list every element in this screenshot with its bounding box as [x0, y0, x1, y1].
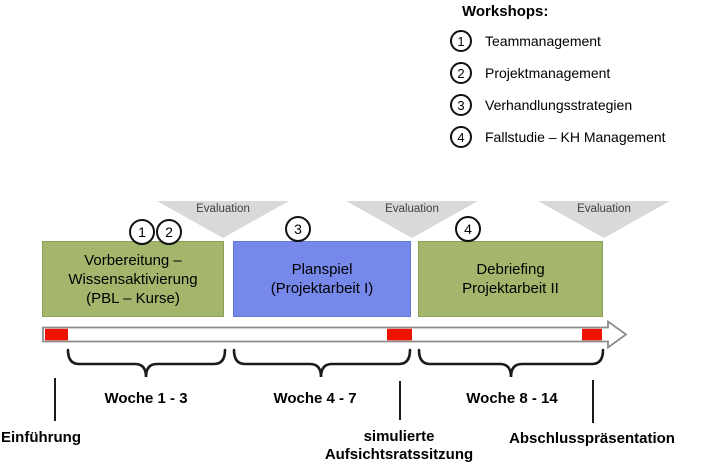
- workshop-2-number-badge: 2: [156, 219, 182, 245]
- phase-text-line: (PBL – Kurse): [86, 289, 180, 307]
- phase-text-line: Debriefing: [476, 261, 545, 278]
- milestone-text-line: Aufsichtsratssitzung: [324, 446, 474, 463]
- timeline-red-marker: [582, 328, 602, 341]
- timeline-red-marker: [387, 328, 412, 341]
- milestone-ticks: [54, 378, 594, 423]
- legend-item-label: Verhandlungsstrategien: [485, 97, 633, 113]
- workshop-1-number-badge: 1: [450, 30, 472, 52]
- legend-item: 3 Verhandlungsstrategien: [450, 94, 712, 116]
- phase-text-line: (Projektarbeit I): [270, 280, 374, 297]
- legend-item-label: Fallstudie – KH Management: [485, 129, 666, 145]
- week-label-4-7: Woche 4 - 7: [273, 390, 357, 407]
- timeline-arrow-shape: [42, 319, 628, 350]
- week-braces: [66, 348, 605, 378]
- phase-box-debriefing: Debriefing Projektarbeit II: [418, 241, 603, 317]
- week-label-8-14: Woche 8 - 14: [466, 390, 558, 407]
- phase-text-line: Projektarbeit II: [462, 280, 559, 297]
- evaluation-label: Evaluation: [577, 203, 631, 215]
- workshop-2-number-badge: 2: [450, 62, 472, 84]
- phase-text-line: Vorbereitung –: [84, 251, 182, 269]
- legend-item: 4 Fallstudie – KH Management: [450, 126, 712, 148]
- legend-item: 1 Teammanagement: [450, 30, 712, 52]
- milestone-label-aufsichtsratssitzung: simulierte Aufsichtsratssitzung: [299, 428, 499, 464]
- timeline-arrow: [42, 319, 628, 350]
- evaluation-triangles: [157, 201, 670, 238]
- evaluation-label: Evaluation: [385, 203, 439, 215]
- workshop-1-number-badge: 1: [129, 219, 155, 245]
- phase-box-vorbereitung: Vorbereitung – Wissensaktivierung (PBL –…: [42, 241, 224, 317]
- week-label-1-3: Woche 1 - 3: [104, 390, 188, 407]
- workshops-legend: Workshops: 1 Teammanagement 2 Projektman…: [450, 3, 712, 148]
- milestone-label-einfuehrung: Einführung: [1, 429, 81, 446]
- phase-text-line: Planspiel: [291, 261, 353, 278]
- workshop-4-number-badge: 4: [450, 126, 472, 148]
- phase-box-planspiel: Planspiel (Projektarbeit I): [233, 241, 411, 317]
- milestone-label-abschlusspraesentation: Abschlusspräsentation: [509, 430, 675, 447]
- legend-item-label: Projektmanagement: [485, 65, 611, 81]
- legend-title: Workshops:: [462, 3, 549, 20]
- workshop-3-number-badge: 3: [285, 216, 311, 242]
- timeline-red-marker: [45, 328, 68, 341]
- evaluation-triangle-icon: [538, 201, 670, 238]
- phase-text-line: Wissensaktivierung: [68, 270, 198, 288]
- brace-weeks-1-3: [66, 348, 227, 378]
- evaluation-triangle-icon: [346, 201, 478, 238]
- evaluation-label: Evaluation: [196, 203, 250, 215]
- workshop-3-number-badge: 3: [450, 94, 472, 116]
- legend-item: 2 Projektmanagement: [450, 62, 712, 84]
- brace-weeks-8-14: [417, 348, 605, 378]
- brace-weeks-4-7: [232, 348, 412, 378]
- milestone-text-line: simulierte: [363, 428, 435, 445]
- evaluation-triangle-icon: [157, 201, 289, 238]
- legend-item-label: Teammanagement: [485, 33, 601, 49]
- workshop-4-number-badge: 4: [455, 216, 481, 242]
